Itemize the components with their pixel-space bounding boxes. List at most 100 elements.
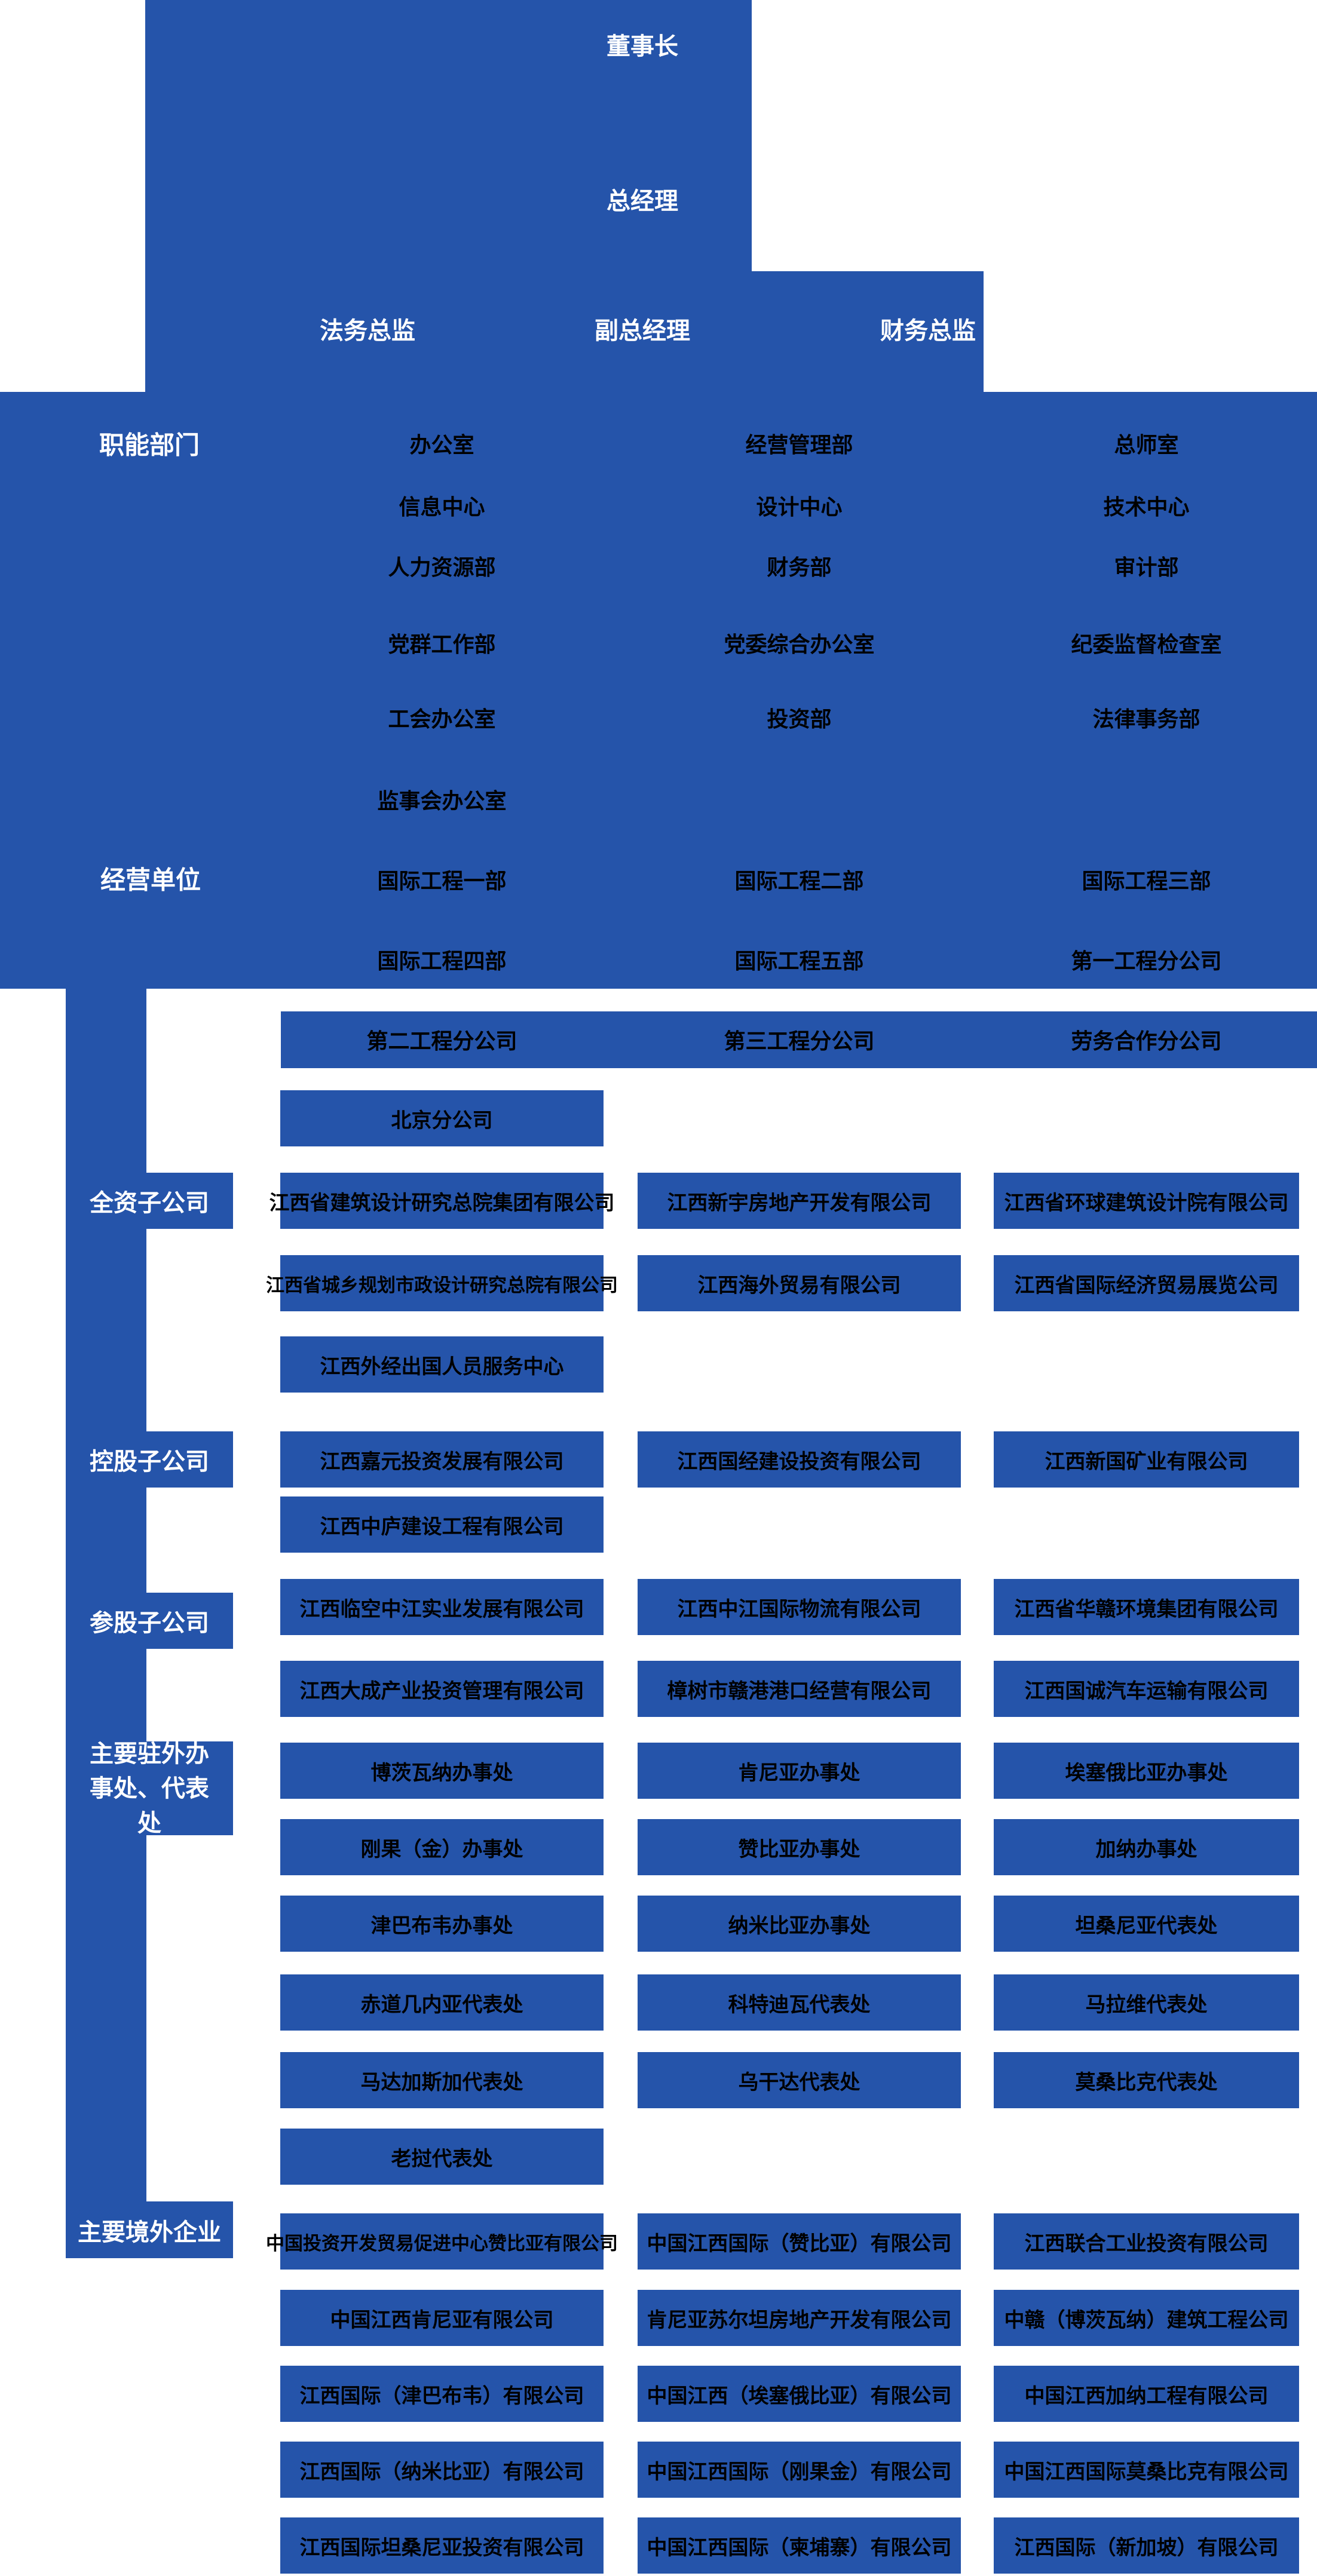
section-label-functional: 职能部门 <box>99 430 200 460</box>
functional-dept: 监事会办公室 <box>377 789 507 814</box>
overseas-box-text: 江西国际坦桑尼亚投资有限公司 <box>299 2535 584 2560</box>
minority-box-text: 江西临空中江实业发展有限公司 <box>299 1597 584 1621</box>
beijing-branch-box: 北京分公司 <box>280 1090 604 1146</box>
wholly-box-text: 江西海外贸易有限公司 <box>697 1273 901 1298</box>
holding-box-text: 江西中庐建设工程有限公司 <box>320 1514 564 1539</box>
business-dept: 国际工程五部 <box>734 949 864 974</box>
minority-box: 江西国诚汽车运输有限公司 <box>994 1661 1299 1717</box>
offices-box-text: 赤道几内亚代表处 <box>360 1992 523 2017</box>
overseas-box: 江西联合工业投资有限公司 <box>994 2213 1299 2270</box>
offices-box-text: 肯尼亚办事处 <box>738 1761 860 1785</box>
minority-box-text: 樟树市赣港港口经营有限公司 <box>667 1679 932 1703</box>
holding-box: 江西新国矿业有限公司 <box>994 1431 1299 1488</box>
offices-box-text: 埃塞俄比亚办事处 <box>1065 1761 1228 1785</box>
minority-box: 江西省华赣环境集团有限公司 <box>994 1579 1299 1635</box>
functional-dept: 党群工作部 <box>388 633 496 657</box>
functional-dept: 财务部 <box>767 556 832 580</box>
offices-box: 刚果（金）办事处 <box>280 1819 604 1875</box>
overseas-box: 江西国际（纳米比亚）有限公司 <box>280 2442 604 2498</box>
overseas-box-text: 江西国际（纳米比亚）有限公司 <box>299 2460 584 2484</box>
offices-box-text: 老挝代表处 <box>391 2146 493 2171</box>
functional-dept: 经营管理部 <box>745 433 853 458</box>
offices-box-text: 加纳办事处 <box>1095 1837 1197 1862</box>
offices-box: 纳米比亚办事处 <box>638 1896 961 1952</box>
section-label-business: 经营单位 <box>100 865 201 895</box>
deputy-gm-label: 副总经理 <box>595 317 690 345</box>
functional-dept: 法律事务部 <box>1092 707 1200 732</box>
offices-box-text: 马拉维代表处 <box>1085 1992 1208 2017</box>
overseas-box: 江西国际（津巴布韦）有限公司 <box>280 2366 604 2422</box>
overseas-box-text: 肯尼亚苏尔坦房地产开发有限公司 <box>647 2308 952 2332</box>
offices-box-text: 赞比亚办事处 <box>738 1837 860 1862</box>
branch-companies-bar <box>281 1011 1317 1068</box>
wholly-box-text: 江西外经出国人员服务中心 <box>320 1354 564 1379</box>
section-label-holding: 控股子公司 <box>66 1431 233 1488</box>
wholly-box-text: 江西省城乡规划市政设计研究总院有限公司 <box>266 1274 618 1296</box>
offices-box: 坦桑尼亚代表处 <box>994 1896 1299 1952</box>
wholly-box: 江西海外贸易有限公司 <box>638 1255 961 1311</box>
overseas-box: 中国江西国际（赞比亚）有限公司 <box>638 2213 961 2270</box>
functional-dept: 投资部 <box>767 707 832 732</box>
functional-dept: 纪委监督检查室 <box>1071 633 1222 657</box>
holding-box: 江西嘉元投资发展有限公司 <box>280 1431 604 1488</box>
section-label-minority-text: 参股子公司 <box>90 1609 209 1637</box>
overseas-box-text: 中国江西国际莫桑比克有限公司 <box>1004 2460 1289 2484</box>
offices-box: 老挝代表处 <box>280 2129 604 2185</box>
functional-dept: 人力资源部 <box>388 556 496 580</box>
offices-box-text: 刚果（金）办事处 <box>360 1837 523 1862</box>
overseas-box-text: 中国江西加纳工程有限公司 <box>1024 2384 1269 2408</box>
overseas-box-text: 中国江西肯尼亚有限公司 <box>330 2308 554 2332</box>
section-label-wholly-text: 全资子公司 <box>90 1189 209 1217</box>
overseas-box: 中国江西国际莫桑比克有限公司 <box>994 2442 1299 2498</box>
section-label-holding-text: 控股子公司 <box>90 1448 209 1476</box>
functional-dept: 党委综合办公室 <box>724 633 875 657</box>
section-label-offices-text: 主要驻外办事处、代表处 <box>90 1740 209 1837</box>
offices-box: 莫桑比克代表处 <box>994 2052 1299 2108</box>
minority-box: 江西中江国际物流有限公司 <box>638 1579 961 1635</box>
chairman-label: 董事长 <box>607 33 678 60</box>
section-label-wholly: 全资子公司 <box>66 1173 233 1229</box>
overseas-box-text: 中国投资开发贸易促进中心赞比亚有限公司 <box>266 2232 618 2255</box>
functional-dept: 工会办公室 <box>388 707 496 732</box>
minority-box-text: 江西大成产业投资管理有限公司 <box>299 1679 584 1703</box>
overseas-box: 肯尼亚苏尔坦房地产开发有限公司 <box>638 2290 961 2346</box>
general-manager-label: 总经理 <box>607 188 678 215</box>
departments-block <box>0 392 1317 989</box>
holding-box-text: 江西嘉元投资发展有限公司 <box>320 1449 564 1474</box>
section-label-overseas: 主要境外企业 <box>66 2201 233 2258</box>
holding-box-text: 江西国经建设投资有限公司 <box>677 1449 921 1474</box>
top-management-block <box>145 0 752 271</box>
offices-box: 乌干达代表处 <box>638 2052 961 2108</box>
branch-company: 第三工程分公司 <box>724 1029 875 1054</box>
wholly-box-text: 江西新宇房地产开发有限公司 <box>667 1191 932 1215</box>
holding-box: 江西中庐建设工程有限公司 <box>280 1496 604 1553</box>
functional-dept: 总师室 <box>1114 433 1179 458</box>
offices-box: 赞比亚办事处 <box>638 1819 961 1875</box>
offices-box: 博茨瓦纳办事处 <box>280 1743 604 1799</box>
overseas-box: 中国江西肯尼亚有限公司 <box>280 2290 604 2346</box>
section-label-overseas-text: 主要境外企业 <box>78 2218 221 2246</box>
overseas-box: 中国投资开发贸易促进中心赞比亚有限公司 <box>266 2213 618 2270</box>
functional-dept: 信息中心 <box>399 495 485 520</box>
wholly-box: 江西省城乡规划市政设计研究总院有限公司 <box>266 1255 618 1311</box>
overseas-box: 中赣（博茨瓦纳）建筑工程公司 <box>994 2290 1299 2346</box>
overseas-box: 江西国际坦桑尼亚投资有限公司 <box>280 2517 604 2574</box>
overseas-box-text: 江西国际（新加坡）有限公司 <box>1014 2535 1279 2560</box>
overseas-box-text: 中赣（博茨瓦纳）建筑工程公司 <box>1004 2308 1289 2332</box>
minority-box-text: 江西中江国际物流有限公司 <box>677 1597 921 1621</box>
offices-box: 加纳办事处 <box>994 1819 1299 1875</box>
wholly-box-text: 江西省国际经济贸易展览公司 <box>1014 1273 1279 1298</box>
functional-dept: 办公室 <box>409 433 474 458</box>
minority-box: 江西大成产业投资管理有限公司 <box>280 1661 604 1717</box>
offices-box: 肯尼亚办事处 <box>638 1743 961 1799</box>
offices-box: 津巴布韦办事处 <box>280 1896 604 1952</box>
offices-box-text: 科特迪瓦代表处 <box>728 1992 871 2017</box>
directors-band-block <box>145 271 984 392</box>
offices-box-text: 马达加斯加代表处 <box>360 2070 523 2094</box>
functional-dept: 审计部 <box>1114 556 1179 580</box>
branch-company: 劳务合作分公司 <box>1071 1029 1222 1054</box>
overseas-box-text: 中国江西国际（赞比亚）有限公司 <box>647 2231 952 2256</box>
business-dept: 国际工程二部 <box>734 869 864 894</box>
overseas-box: 中国江西加纳工程有限公司 <box>994 2366 1299 2422</box>
section-label-offices: 主要驻外办事处、代表处 <box>66 1740 233 1837</box>
